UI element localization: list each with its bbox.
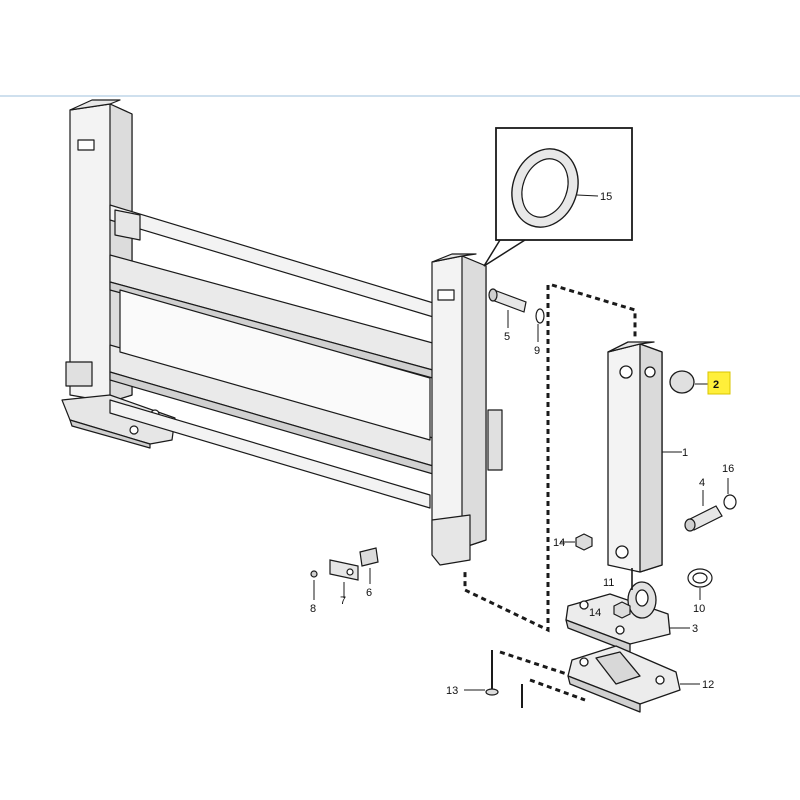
cap-2 [669,370,710,394]
callout-6: 6 [366,587,372,599]
callout-16: 16 [722,463,734,475]
frame-assembly [61,99,503,566]
nut-14-upper [560,533,593,551]
callout-14-lower: 14 [589,607,601,619]
screw-8 [310,570,318,600]
ring-9 [535,308,545,342]
callout-2: 2 [713,379,719,391]
base-plate-12 [567,645,700,713]
callout-10: 10 [693,603,705,615]
callout-13: 13 [446,685,458,697]
block-6 [359,547,379,584]
callout-9: 9 [534,345,540,357]
callout-11: 11 [603,577,614,589]
pin-4 [684,490,723,532]
ring-16 [723,478,737,510]
seal-detail-inset [483,127,633,267]
callout-8: 8 [310,603,316,615]
callout-2-highlight [707,371,731,395]
foot-3 [565,581,690,653]
callout-3: 3 [692,623,698,635]
callout-7: 7 [340,595,346,607]
pin-5 [488,288,527,328]
callout-14-upper: 14 [553,537,565,549]
callout-5: 5 [504,331,510,343]
bolt-13 [464,650,523,708]
callout-15: 15 [600,191,612,203]
callout-1: 1 [682,447,688,459]
callout-12: 12 [702,679,714,691]
callout-4: 4 [699,477,705,489]
nut-14-lower [613,601,631,619]
callout-labels: 1 2 3 4 5 6 7 8 9 10 11 12 13 14 14 15 1… [310,191,734,697]
plate-7 [329,559,359,598]
washer-10 [687,568,713,600]
support-tube-1 [607,341,682,573]
